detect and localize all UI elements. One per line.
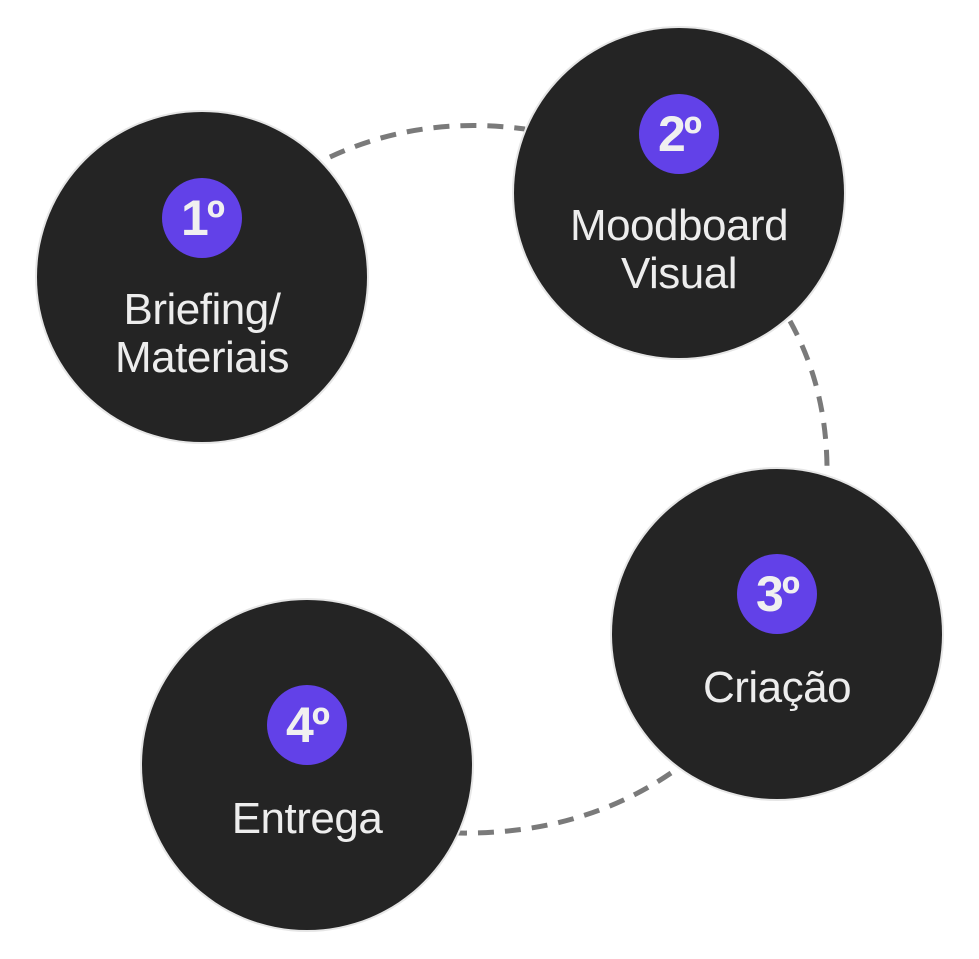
step-circle-criacao: 3º Criação	[612, 469, 942, 799]
step-circle-entrega: 4º Entrega	[142, 600, 472, 930]
step-label: Moodboard Visual	[569, 201, 789, 298]
connector-step1-to-step2	[328, 123, 526, 160]
step-label: Briefing/ Materiais	[115, 285, 290, 382]
step-circle-briefing: 1º Briefing/ Materiais	[37, 112, 367, 442]
step-number-badge: 2º	[639, 94, 719, 174]
connector-step2-to-step3	[787, 319, 830, 476]
step-number-badge: 1º	[162, 178, 242, 258]
step-label: Entrega	[231, 794, 383, 843]
step-circle-moodboard: 2º Moodboard Visual	[514, 28, 844, 358]
step-number-badge: 4º	[267, 685, 347, 765]
step-label: Criação	[702, 663, 852, 712]
step-number-badge: 3º	[737, 554, 817, 634]
connector-step3-to-step4	[457, 770, 673, 836]
